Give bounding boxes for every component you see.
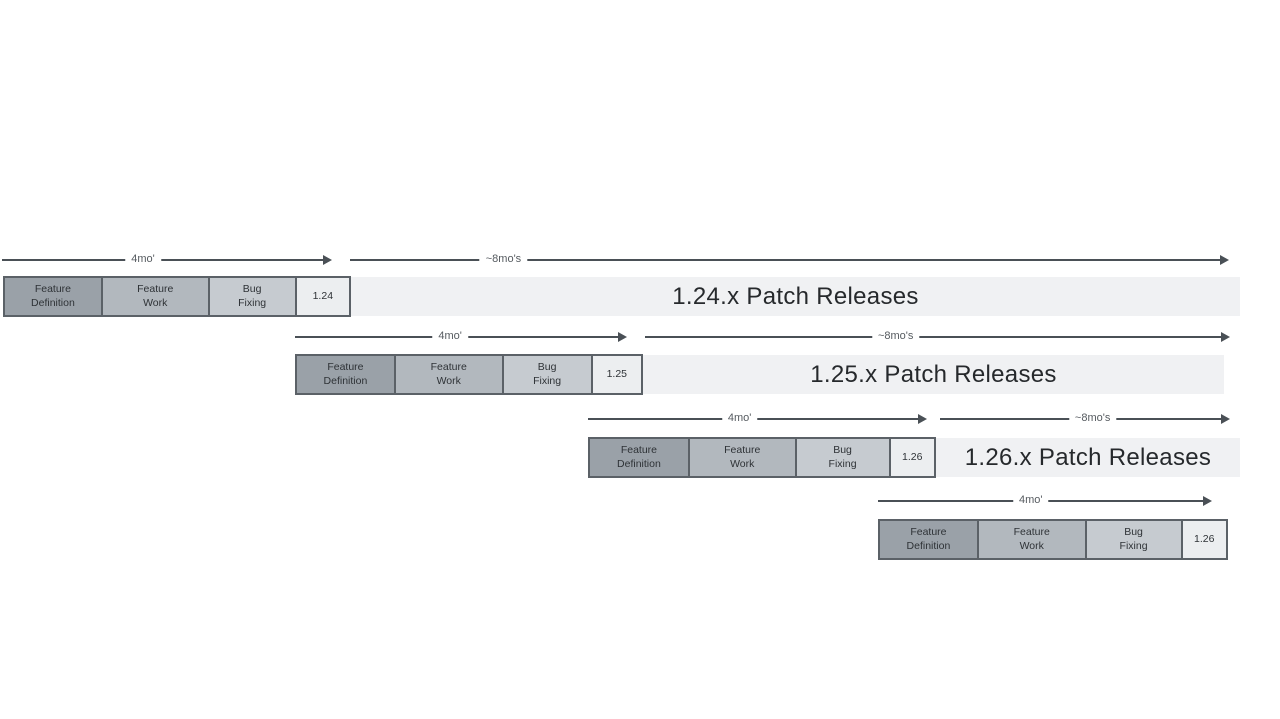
phase-box-feature-definition: Feature Definition xyxy=(880,521,977,558)
dev-duration-arrow: 4mo' xyxy=(295,330,627,342)
version-label: 1.26 xyxy=(902,450,923,463)
phase-box-feature-work: Feature Work xyxy=(100,278,208,315)
phase-label: Feature xyxy=(620,444,658,457)
patch-releases-title: 1.25.x Patch Releases xyxy=(810,360,1057,388)
duration-label: ~8mo's xyxy=(871,330,920,342)
dev-duration-arrow: 4mo' xyxy=(588,412,927,424)
phase-box-feature-work: Feature Work xyxy=(393,356,502,393)
phase-box-feature-work: Feature Work xyxy=(976,521,1085,558)
arrow-line xyxy=(645,336,1228,338)
arrow-head-icon xyxy=(1203,496,1212,506)
duration-label: 4mo' xyxy=(1012,494,1049,506)
phase-label: Feature xyxy=(327,361,364,374)
phase-label: Fixing xyxy=(533,374,562,387)
arrow-head-icon xyxy=(1221,332,1230,342)
phase-box-bug-fixing: Bug Fixing xyxy=(207,278,295,315)
phase-label: Feature xyxy=(34,283,72,296)
duration-label: 4mo' xyxy=(125,253,161,265)
phase-label: Work xyxy=(1019,539,1044,552)
duration-label: 4mo' xyxy=(432,330,468,342)
phase-label: Bug xyxy=(833,444,852,457)
phase-label: Bug xyxy=(1124,526,1143,539)
version-box: 1.24 xyxy=(294,278,349,315)
phase-box-feature-definition: Feature Definition xyxy=(5,278,101,315)
phase-label: Feature xyxy=(430,361,467,374)
phase-label: Definition xyxy=(323,374,368,387)
duration-label: ~8mo's xyxy=(479,253,528,265)
phase-box-bug-fixing: Bug Fixing xyxy=(794,439,889,476)
phase-label: Definition xyxy=(906,539,951,552)
version-box: 1.26 xyxy=(888,439,934,476)
phase-label: Work xyxy=(436,374,461,387)
arrow-head-icon xyxy=(918,414,927,424)
release-cycle-row: Feature Definition Feature Work Bug Fixi… xyxy=(878,519,1228,560)
patch-releases-bar: 1.24.x Patch Releases xyxy=(351,277,1240,316)
arrow-line xyxy=(2,259,330,261)
release-cycle-row: Feature Definition Feature Work Bug Fixi… xyxy=(588,437,936,478)
phase-label: Fixing xyxy=(828,457,857,470)
phase-label: Work xyxy=(730,457,755,470)
release-cycle-row: Feature Definition Feature Work Bug Fixi… xyxy=(3,276,351,317)
phase-label: Fixing xyxy=(1119,539,1148,552)
phase-box-feature-definition: Feature Definition xyxy=(297,356,394,393)
phase-label: Definition xyxy=(31,296,75,309)
phase-box-bug-fixing: Bug Fixing xyxy=(501,356,591,393)
patch-duration-arrow: ~8mo's xyxy=(645,330,1230,342)
arrow-head-icon xyxy=(618,332,627,342)
phase-label: Feature xyxy=(910,526,947,539)
version-box: 1.25 xyxy=(590,356,641,393)
version-label: 1.26 xyxy=(1194,532,1215,545)
patch-releases-bar: 1.26.x Patch Releases xyxy=(936,438,1240,477)
phase-box-feature-work: Feature Work xyxy=(687,439,795,476)
patch-releases-title: 1.26.x Patch Releases xyxy=(964,443,1212,471)
phase-box-bug-fixing: Bug Fixing xyxy=(1084,521,1181,558)
phase-label: Fixing xyxy=(238,296,267,309)
version-label: 1.24 xyxy=(312,289,334,302)
version-label: 1.25 xyxy=(606,367,627,380)
phase-label: Bug xyxy=(242,283,262,296)
phase-label: Definition xyxy=(617,457,661,470)
phase-label: Feature xyxy=(137,283,174,296)
phase-label: Work xyxy=(143,296,168,309)
release-cycle-row: Feature Definition Feature Work Bug Fixi… xyxy=(295,354,643,395)
phase-label: Feature xyxy=(1013,526,1050,539)
version-box: 1.26 xyxy=(1180,521,1226,558)
arrow-head-icon xyxy=(1220,255,1229,265)
dev-duration-arrow: 4mo' xyxy=(2,253,332,265)
phase-box-feature-definition: Feature Definition xyxy=(590,439,688,476)
patch-duration-arrow: ~8mo's xyxy=(940,412,1230,424)
arrow-line xyxy=(350,259,1227,261)
duration-label: 4mo' xyxy=(721,412,758,424)
phase-label: Bug xyxy=(537,361,557,374)
patch-releases-bar: 1.25.x Patch Releases xyxy=(643,355,1224,394)
patch-releases-title: 1.24.x Patch Releases xyxy=(672,282,919,310)
phase-label: Feature xyxy=(724,444,761,457)
dev-duration-arrow: 4mo' xyxy=(878,494,1212,506)
duration-label: ~8mo's xyxy=(1068,412,1117,424)
arrow-head-icon xyxy=(1221,414,1230,424)
arrow-head-icon xyxy=(323,255,332,265)
patch-duration-arrow: ~8mo's xyxy=(350,253,1229,265)
